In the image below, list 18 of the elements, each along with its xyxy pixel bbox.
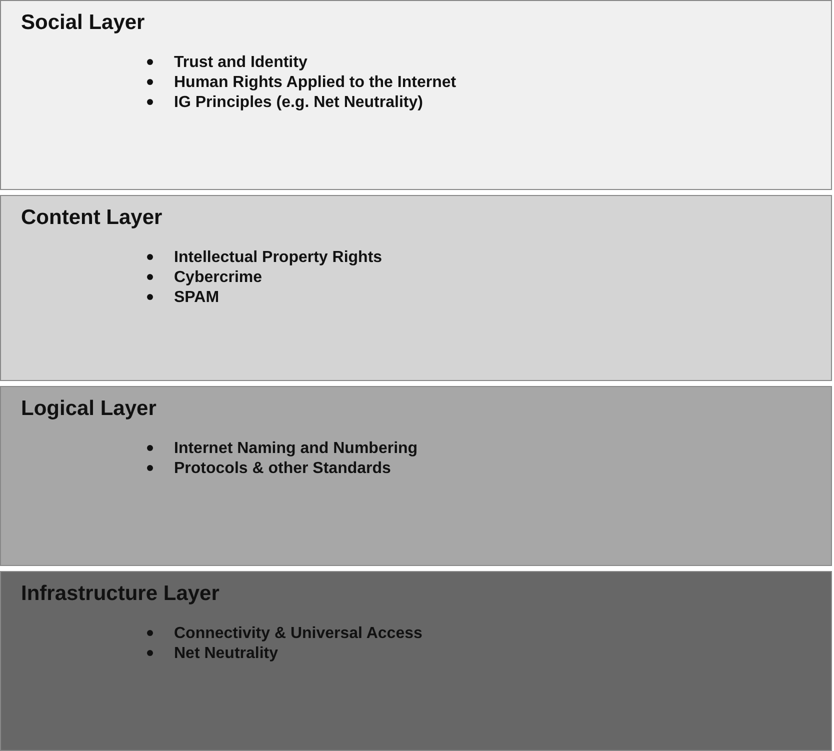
layer-panel xyxy=(0,0,832,190)
layer-heading: Logical Layer xyxy=(21,397,156,421)
bullet-item: Intellectual Property Rights xyxy=(141,248,382,268)
layer-heading: Social Layer xyxy=(21,11,145,35)
layer-heading: Content Layer xyxy=(21,206,162,230)
bullet-item: Protocols & other Standards xyxy=(141,459,418,479)
layer-panel xyxy=(0,386,832,566)
bullet-item: Internet Naming and Numbering xyxy=(141,439,418,459)
bullet-item: Net Neutrality xyxy=(141,644,422,664)
bullet-item: Human Rights Applied to the Internet xyxy=(141,73,456,93)
layer-panel xyxy=(0,571,832,751)
bullet-item: Cybercrime xyxy=(141,268,382,288)
bullet-item: SPAM xyxy=(141,288,382,308)
layer-panel xyxy=(0,195,832,381)
layer-heading: Infrastructure Layer xyxy=(21,582,220,606)
bullet-item: Connectivity & Universal Access xyxy=(141,624,422,644)
bullet-item: IG Principles (e.g. Net Neutrality) xyxy=(141,93,456,113)
bullet-item: Trust and Identity xyxy=(141,53,456,73)
